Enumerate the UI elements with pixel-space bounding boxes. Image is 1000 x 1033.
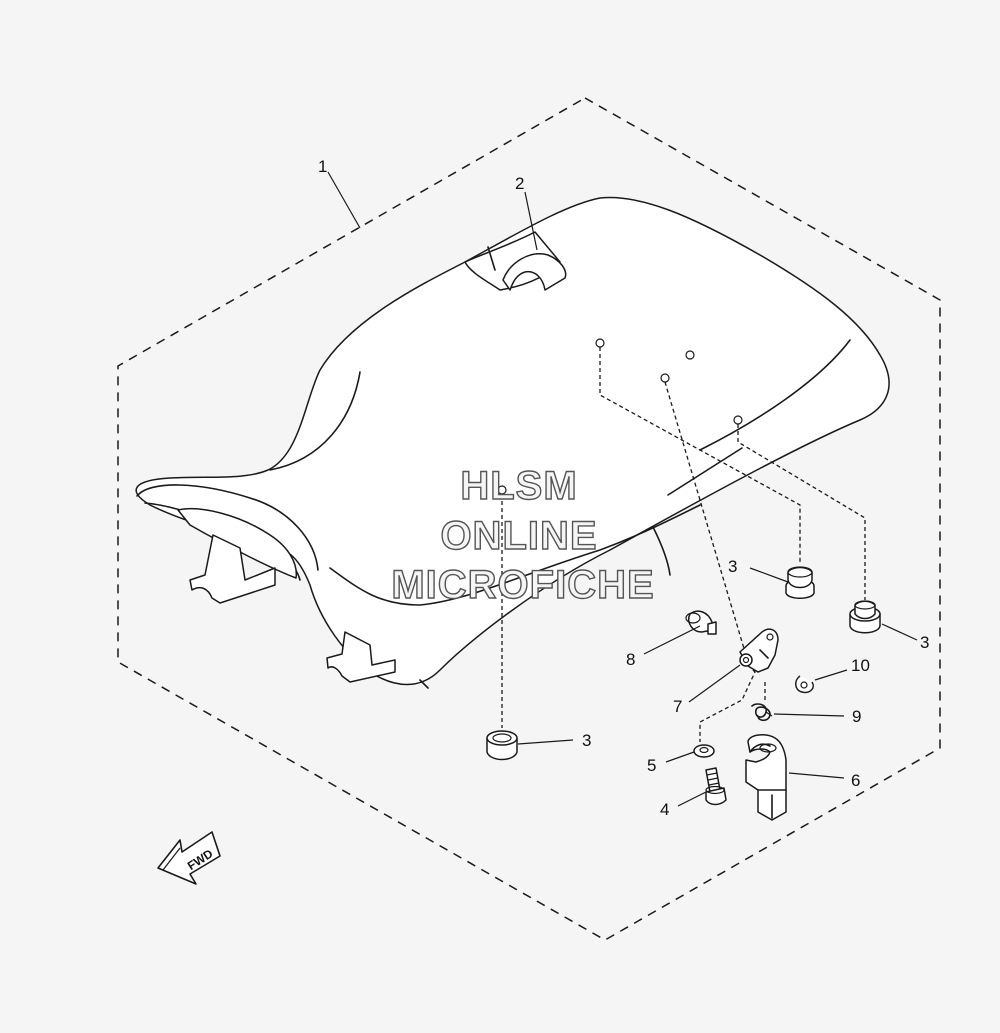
watermark-line-1: HLSM [460, 464, 577, 508]
callout-8: 8 [626, 650, 635, 669]
callout-5: 5 [647, 756, 656, 775]
assembly-boundary [117, 97, 941, 941]
clip-10 [795, 675, 814, 694]
callout-1: 1 [318, 157, 327, 176]
bolt-4 [705, 767, 727, 806]
callout-6: 6 [851, 771, 860, 790]
leader-lines [327, 171, 918, 807]
spring-9 [751, 703, 773, 722]
callout-7: 7 [673, 697, 682, 716]
damper-3-right [849, 600, 881, 634]
callout-2: 2 [515, 174, 524, 193]
seat-assembly [135, 196, 890, 689]
damper-3-upper [785, 566, 815, 599]
callout-numbers: 1 2 3 3 3 4 5 6 7 8 9 10 [318, 157, 929, 819]
callout-4: 4 [660, 800, 669, 819]
watermark-line-3: MICROFICHE [391, 563, 654, 607]
callout-9: 9 [852, 707, 861, 726]
bracket-7 [739, 628, 779, 673]
callout-3: 3 [582, 731, 591, 750]
latch-6 [745, 734, 787, 821]
watermark-line-2: ONLINE [440, 514, 597, 558]
mounting-guide-lines [497, 338, 866, 742]
washer-5 [693, 744, 715, 758]
callout-3: 3 [728, 557, 737, 576]
callout-3: 3 [920, 633, 929, 652]
damper-3-lower [486, 730, 518, 761]
pin-8 [685, 610, 717, 635]
fwd-arrow-icon: FWD [157, 831, 221, 885]
watermark: HLSM ONLINE MICROFICHE [391, 463, 655, 607]
callout-10: 10 [851, 656, 870, 675]
